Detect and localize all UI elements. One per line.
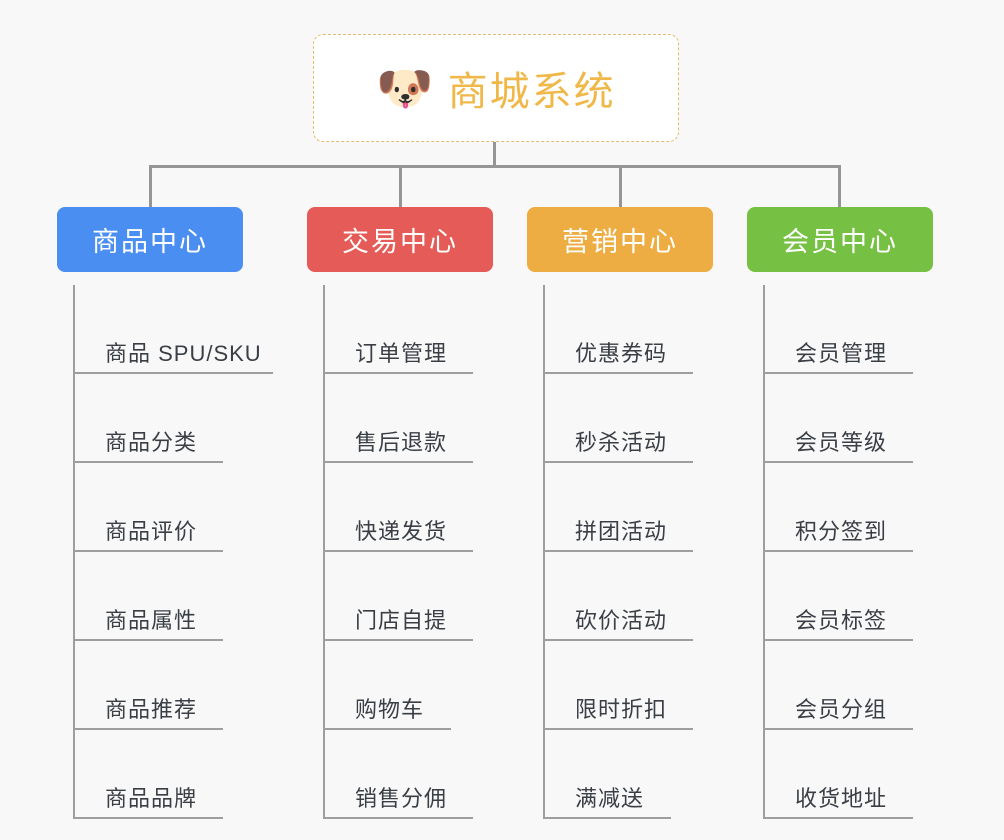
leaf-rule [763, 728, 913, 730]
leaf-rule [73, 550, 223, 552]
list-item[interactable]: 商品分类 [57, 374, 277, 463]
leaf-list-marketing-center: 优惠券码 秒杀活动 拼团活动 砍价活动 限时折扣 满减送 [527, 285, 747, 819]
list-item[interactable]: 销售分佣 [307, 730, 527, 819]
list-item[interactable]: 商品推荐 [57, 641, 277, 730]
leaf-label: 商品推荐 [105, 697, 198, 722]
leaf-rule [73, 372, 273, 374]
list-item[interactable]: 快递发货 [307, 463, 527, 552]
connector-root-stem [493, 142, 496, 168]
leaf-label: 订单管理 [355, 341, 448, 366]
leaf-rule [763, 550, 913, 552]
list-item[interactable]: 门店自提 [307, 552, 527, 641]
leaf-rule [323, 372, 473, 374]
list-item[interactable]: 满减送 [527, 730, 747, 819]
list-item[interactable]: 商品 SPU/SKU [57, 285, 277, 374]
leaf-label: 会员等级 [795, 430, 888, 455]
list-item[interactable]: 限时折扣 [527, 641, 747, 730]
category-header-product-center[interactable]: 商品中心 [57, 207, 243, 272]
list-item[interactable]: 拼团活动 [527, 463, 747, 552]
leaf-label: 积分签到 [795, 519, 888, 544]
leaf-label: 销售分佣 [355, 786, 448, 811]
category-header-member-center[interactable]: 会员中心 [747, 207, 933, 272]
list-item[interactable]: 积分签到 [747, 463, 967, 552]
connector-horizontal-bus [149, 165, 841, 168]
leaf-rule [763, 817, 913, 819]
column-marketing-center: 营销中心 优惠券码 秒杀活动 拼团活动 砍价活动 限时折扣 [527, 207, 747, 835]
leaf-label: 限时折扣 [575, 697, 668, 722]
leaf-label: 砍价活动 [575, 608, 668, 633]
leaf-label: 商品属性 [105, 608, 198, 633]
list-item[interactable]: 会员分组 [747, 641, 967, 730]
root-node[interactable]: 🐶 商城系统 [313, 34, 679, 142]
leaf-label: 优惠券码 [575, 341, 668, 366]
leaf-rule [543, 372, 693, 374]
shiba-dog-emoji: 🐶 [376, 62, 434, 114]
leaf-rule [763, 461, 913, 463]
leaf-rule [543, 550, 693, 552]
leaf-rule [543, 728, 693, 730]
category-header-marketing-center[interactable]: 营销中心 [527, 207, 713, 272]
column-product-center: 商品中心 商品 SPU/SKU 商品分类 商品评价 商品属性 商品推荐 [57, 207, 277, 835]
leaf-label: 商品评价 [105, 519, 198, 544]
list-item[interactable]: 售后退款 [307, 374, 527, 463]
column-trade-center: 交易中心 订单管理 售后退款 快递发货 门店自提 购物车 [307, 207, 527, 835]
leaf-rule [323, 461, 473, 463]
leaf-label: 商品 SPU/SKU [105, 341, 262, 366]
list-item[interactable]: 会员管理 [747, 285, 967, 374]
leaf-list-product-center: 商品 SPU/SKU 商品分类 商品评价 商品属性 商品推荐 商品品牌 [57, 285, 277, 819]
leaf-label: 快递发货 [355, 519, 448, 544]
leaf-rule [543, 639, 693, 641]
list-item[interactable]: 会员等级 [747, 374, 967, 463]
leaf-rule [323, 550, 473, 552]
root-title: 商城系统 [447, 70, 616, 114]
leaf-rule [73, 817, 223, 819]
connector-drop-trade-center [399, 165, 402, 207]
leaf-label: 商品品牌 [105, 786, 198, 811]
list-item[interactable]: 商品属性 [57, 552, 277, 641]
leaf-rule [543, 817, 671, 819]
list-item[interactable]: 购物车 [307, 641, 527, 730]
leaf-rule [763, 372, 913, 374]
leaf-label: 满减送 [575, 786, 645, 811]
leaf-label: 收货地址 [795, 786, 888, 811]
category-header-trade-center[interactable]: 交易中心 [307, 207, 493, 272]
leaf-rule [323, 728, 451, 730]
leaf-label: 商品分类 [105, 430, 198, 455]
connector-drop-member-center [838, 165, 841, 207]
leaf-label: 会员分组 [795, 697, 888, 722]
leaf-label: 拼团活动 [575, 519, 668, 544]
list-item[interactable]: 秒杀活动 [527, 374, 747, 463]
leaf-label: 会员管理 [795, 341, 888, 366]
leaf-label: 秒杀活动 [575, 430, 668, 455]
leaf-label: 售后退款 [355, 430, 448, 455]
leaf-list-member-center: 会员管理 会员等级 积分签到 会员标签 会员分组 收货地址 [747, 285, 967, 819]
list-item[interactable]: 收货地址 [747, 730, 967, 819]
leaf-rule [763, 639, 913, 641]
list-item[interactable]: 砍价活动 [527, 552, 747, 641]
list-item[interactable]: 商品品牌 [57, 730, 277, 819]
leaf-label: 门店自提 [355, 608, 448, 633]
list-item[interactable]: 会员标签 [747, 552, 967, 641]
leaf-rule [73, 639, 223, 641]
leaf-rule [73, 728, 223, 730]
connector-drop-marketing-center [619, 165, 622, 207]
leaf-rule [323, 639, 473, 641]
leaf-rule [543, 461, 693, 463]
list-item[interactable]: 优惠券码 [527, 285, 747, 374]
leaf-label: 购物车 [355, 697, 425, 722]
leaf-rule [73, 461, 223, 463]
leaf-rule [323, 817, 473, 819]
leaf-list-trade-center: 订单管理 售后退款 快递发货 门店自提 购物车 销售分佣 [307, 285, 527, 819]
list-item[interactable]: 商品评价 [57, 463, 277, 552]
leaf-label: 会员标签 [795, 608, 888, 633]
connector-drop-product-center [149, 165, 152, 207]
list-item[interactable]: 订单管理 [307, 285, 527, 374]
column-member-center: 会员中心 会员管理 会员等级 积分签到 会员标签 会员分组 [747, 207, 967, 835]
